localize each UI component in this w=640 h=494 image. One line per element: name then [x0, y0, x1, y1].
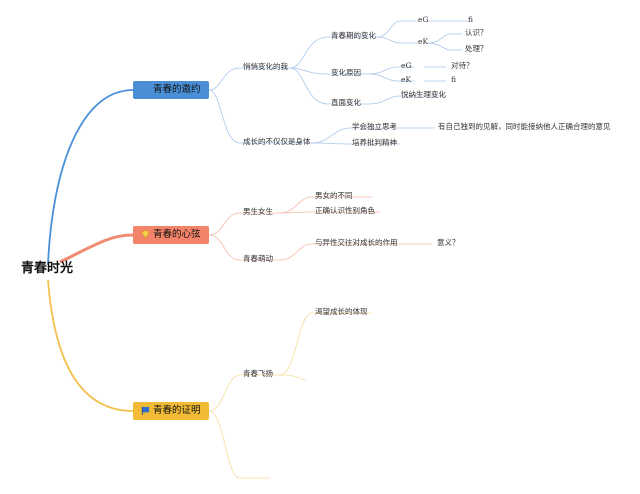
topic-desire-growth[interactable]: 渴望成长的体现	[315, 307, 368, 316]
blank-icon	[141, 85, 150, 94]
topic-growth-beyond-body[interactable]: 成长的不仅仅是身体	[243, 137, 311, 146]
branch3-connectors	[208, 312, 372, 479]
branch-youth-heartstrings[interactable]: 青春的心弦	[133, 226, 209, 244]
flag-icon	[141, 406, 150, 415]
connector-root-b1	[47, 89, 134, 266]
connector-root-b3	[47, 279, 134, 412]
branch-label: 青春的证明	[153, 405, 201, 416]
topic-critical-spirit[interactable]: 培养批判精神	[352, 138, 397, 147]
branch-label: 青春的邀约	[153, 84, 201, 95]
topic-gender-differences[interactable]: 男女的不同	[315, 191, 353, 200]
branch-youth-invitation[interactable]: 青春的邀约	[133, 81, 209, 99]
gem-icon	[141, 230, 150, 239]
topic-independent-thinking[interactable]: 学会独立思考	[352, 122, 397, 131]
topic-changing-me[interactable]: 悄悄变化的我	[243, 62, 288, 71]
topic-ek[interactable]: eK	[418, 37, 429, 46]
topic-face-changes[interactable]: 直面变化	[331, 98, 361, 107]
topic-own-insight[interactable]: 有自己独到的见解，同时能接纳他人正确合理的意见	[438, 122, 611, 131]
topic-accept-changes[interactable]: 悦纳生理变化	[401, 90, 446, 99]
topic-handle[interactable]: 处理？	[465, 44, 488, 53]
branch1-connectors	[208, 20, 468, 145]
topic-significance[interactable]: 意义？	[437, 238, 460, 247]
topic-gender-roles[interactable]: 正确认识性别角色	[315, 206, 375, 215]
topic-fi[interactable]: fi	[468, 15, 474, 24]
branch2-connectors	[208, 196, 432, 261]
topic-ek-2[interactable]: eK	[401, 75, 412, 84]
topic-puberty-changes[interactable]: 青春期的变化	[331, 31, 376, 40]
topic-change-reasons[interactable]: 变化原因	[331, 68, 361, 77]
topic-boys-girls[interactable]: 男生女生	[243, 207, 273, 216]
topic-youth-budding[interactable]: 青春萌动	[243, 254, 273, 263]
branch-youth-proof[interactable]: 青春的证明	[133, 402, 209, 420]
topic-treat[interactable]: 对待？	[451, 61, 474, 70]
connector-root-b2	[59, 233, 134, 264]
topic-youth-soaring[interactable]: 青春飞扬	[243, 369, 273, 378]
root-topic[interactable]: 青春时光	[20, 261, 73, 276]
branch-label: 青春的心弦	[153, 229, 201, 240]
topic-eg[interactable]: eG	[418, 15, 429, 24]
topic-fi-2[interactable]: fi	[451, 75, 457, 84]
topic-opposite-sex-interaction[interactable]: 与异性交往对成长的作用	[315, 238, 398, 247]
topic-recognize[interactable]: 认识？	[465, 28, 488, 37]
topic-eg-2[interactable]: eG	[401, 61, 412, 70]
